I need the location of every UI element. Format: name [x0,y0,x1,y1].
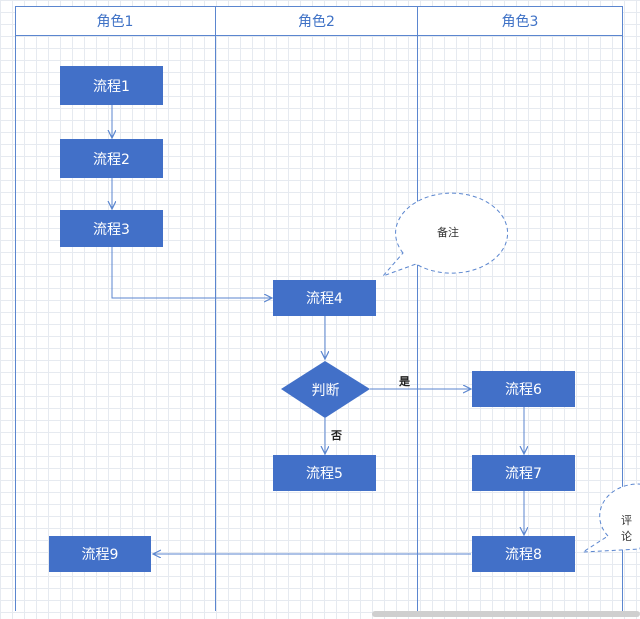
process-node-7[interactable]: 流程7 [472,455,575,491]
process-node-6[interactable]: 流程6 [472,371,575,407]
note-text-1: 备注 [437,226,459,239]
lane-divider-left [15,6,16,611]
process-node-1[interactable]: 流程1 [60,66,163,105]
horizontal-scrollbar[interactable] [372,611,640,617]
note-text-2: 评论 [621,514,632,543]
process-node-5[interactable]: 流程5 [273,455,376,491]
lane-divider-1 [215,6,216,611]
process-node-8[interactable]: 流程8 [472,536,575,572]
decision-label[interactable]: 判断 [311,382,340,399]
edge-label-yes: 是 [399,375,410,388]
edge-label-no: 否 [331,429,342,442]
lane-header-role2: 角色2 [216,6,417,36]
lane-divider-right [622,6,623,611]
edge-p3-p4 [111,247,272,298]
process-node-4[interactable]: 流程4 [273,280,376,316]
lane-header-role1: 角色1 [15,6,215,36]
process-node-2[interactable]: 流程2 [60,139,163,178]
lane-header-role3: 角色3 [418,6,622,36]
process-node-3[interactable]: 流程3 [60,210,163,247]
process-node-9[interactable]: 流程9 [49,536,151,572]
lane-divider-2 [417,6,418,611]
